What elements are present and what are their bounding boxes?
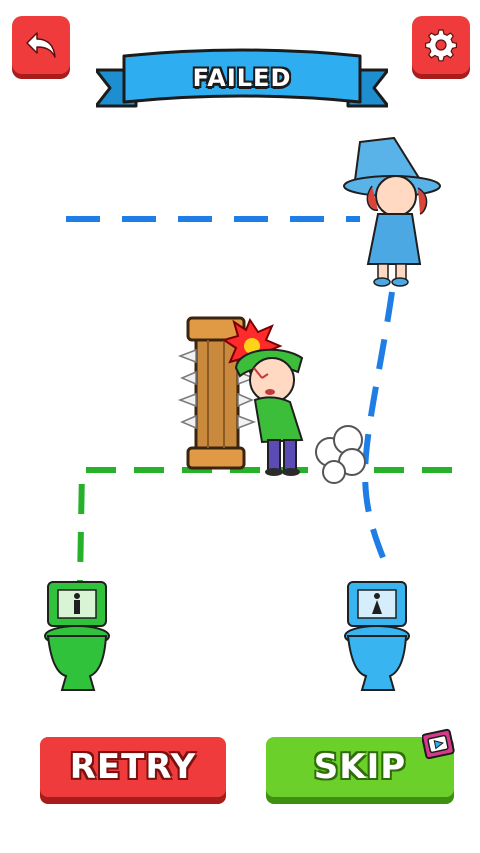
blue-toilet xyxy=(344,581,410,691)
status-title: FAILED xyxy=(192,64,292,92)
gear-icon xyxy=(425,29,457,62)
ribbon-shape xyxy=(96,48,388,108)
boy-character xyxy=(234,348,304,476)
skip-button[interactable]: SKIP xyxy=(266,737,454,797)
back-arrow-icon xyxy=(26,32,56,58)
green-path xyxy=(77,467,452,583)
back-button[interactable] xyxy=(12,16,70,74)
girl-character xyxy=(343,136,441,287)
settings-button[interactable] xyxy=(412,16,470,74)
video-ad-icon xyxy=(421,728,455,760)
green-toilet xyxy=(44,581,110,691)
status-banner: FAILED xyxy=(96,40,388,120)
fart-cloud xyxy=(315,425,366,484)
video-ad-badge xyxy=(421,728,456,760)
blue-path xyxy=(66,216,395,562)
retry-button[interactable]: RETRY xyxy=(40,737,226,797)
